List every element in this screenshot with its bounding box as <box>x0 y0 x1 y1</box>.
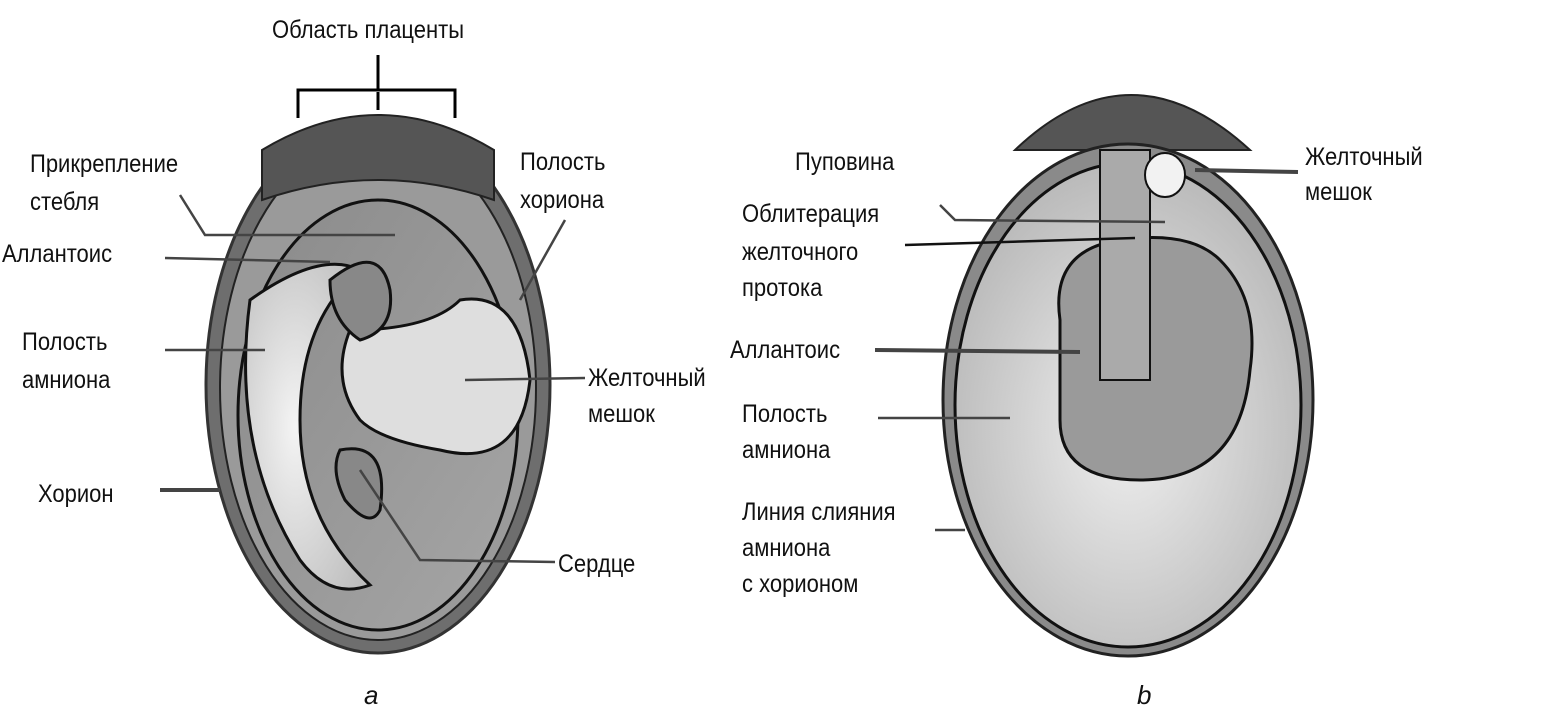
label-amnion-cavity-a: Полость <box>22 328 108 356</box>
label-chorion-cavity: Полость <box>520 148 606 176</box>
label-amnion-cavity-b: Полость <box>742 400 828 428</box>
label-fusion-line-3: с хорионом <box>742 570 859 598</box>
label-placenta-region: Область плаценты <box>272 16 465 44</box>
label-fusion-line: Линия слияния <box>742 498 896 526</box>
label-chorion-cavity-2: хориона <box>520 186 605 214</box>
leader-lines-b <box>874 168 1299 532</box>
label-obliteration-2: желточного <box>742 238 859 266</box>
leader-lines-a <box>160 194 586 564</box>
label-yolk-sac-b-2: мешок <box>1305 178 1372 206</box>
embryo-diagram-a <box>160 55 586 655</box>
placenta-villi-a <box>261 114 495 202</box>
label-amnion-cavity-a-2: амниона <box>22 366 111 394</box>
label-amnion-cavity-b-2: амниона <box>742 436 831 464</box>
yolk-sac-a <box>340 297 532 456</box>
label-obliteration-3: протока <box>742 274 823 302</box>
caption-b: b <box>1137 680 1152 710</box>
label-allantois-a: Аллантоис <box>2 240 113 268</box>
label-heart: Сердце <box>558 550 636 578</box>
label-yolk-sac-b: Желточный <box>1305 143 1423 171</box>
label-chorion: Хорион <box>38 480 114 508</box>
label-fusion-line-2: амниона <box>742 534 831 562</box>
label-yolk-sac-a-2: мешок <box>588 400 655 428</box>
label-obliteration: Облитерация <box>742 200 880 228</box>
label-stalk-attachment-2: стебля <box>30 188 100 216</box>
label-umbilical-cord: Пуповина <box>795 148 895 176</box>
caption-a: a <box>364 680 379 710</box>
umbilical-cord-b <box>1099 149 1151 381</box>
placenta-villi-b <box>1012 94 1253 151</box>
label-yolk-sac-a: Желточный <box>588 364 706 392</box>
label-stalk-attachment: Прикрепление <box>30 150 179 178</box>
label-allantois-b: Аллантоис <box>730 336 841 364</box>
yolk-sac-b <box>1144 152 1186 198</box>
placenta-bracket <box>296 88 457 118</box>
embryo-diagram-b <box>874 94 1315 658</box>
